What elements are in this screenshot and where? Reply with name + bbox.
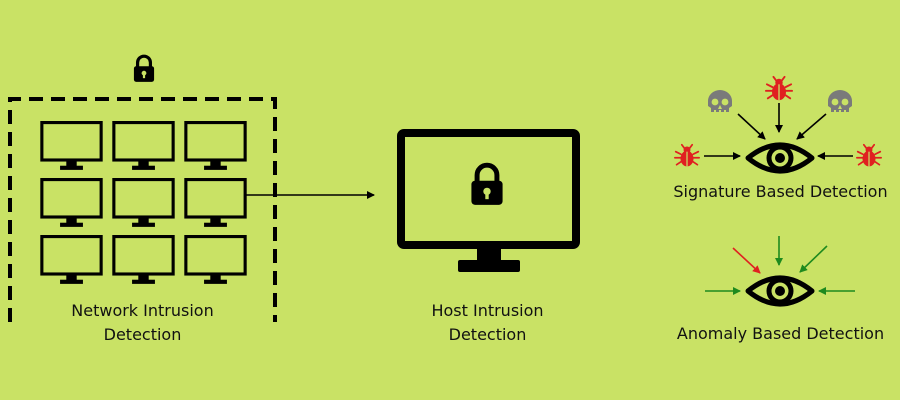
anomaly-arrow [732, 247, 761, 274]
network-intrusion-section [8, 54, 375, 322]
anomaly-eye-icon [748, 278, 812, 304]
bug-icon [765, 75, 793, 102]
host-label-line2: Detection [448, 325, 527, 344]
signature-detection-section [673, 75, 883, 171]
skull-icon [708, 90, 732, 113]
network-label-line2: Detection [103, 325, 182, 344]
network-monitor-icon [112, 234, 175, 286]
network-monitor-icon [112, 120, 175, 172]
threat-arrow [737, 113, 766, 140]
bug-icon [855, 143, 883, 168]
anomaly-detection-section [705, 236, 855, 304]
host-monitor-neck [477, 245, 501, 262]
network-monitor-icon [184, 120, 247, 172]
host-label-line1: Host Intrusion [431, 301, 544, 320]
network-intrusion-label: Network Intrusion Detection [40, 299, 245, 347]
signature-eye-icon [748, 145, 812, 171]
host-intrusion-label: Host Intrusion Detection [395, 299, 580, 347]
skull-icon [828, 90, 852, 113]
network-monitor-icon [40, 234, 103, 286]
host-monitor-stand [458, 260, 520, 272]
threat-arrow [796, 113, 827, 140]
network-monitor-icon [112, 177, 175, 229]
network-monitor-icon [40, 120, 103, 172]
network-monitor-grid [40, 120, 247, 286]
network-boundary-dashed [8, 97, 277, 322]
network-label-line1: Network Intrusion [71, 301, 214, 320]
host-lock-icon [471, 165, 502, 205]
normal-arrow [799, 245, 828, 273]
network-lock-icon [132, 54, 156, 84]
network-monitor-icon [184, 177, 247, 229]
bug-icon [673, 143, 701, 168]
signature-detection-label: Signature Based Detection [673, 182, 888, 201]
network-monitor-icon [184, 234, 247, 286]
anomaly-detection-label: Anomaly Based Detection [676, 324, 885, 343]
host-intrusion-section [397, 129, 580, 272]
network-monitor-icon [40, 177, 103, 229]
